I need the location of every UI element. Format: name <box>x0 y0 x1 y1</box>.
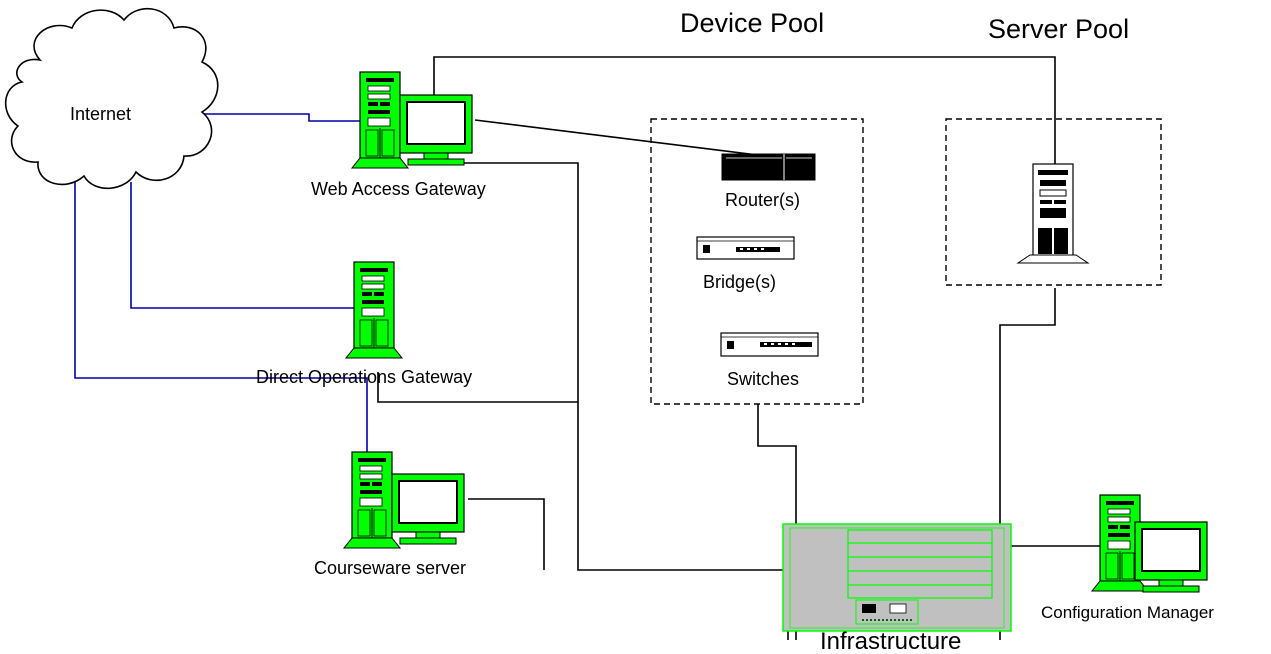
device-pool-title: Device Pool <box>680 8 825 38</box>
direct-operations-gateway-label: Direct Operations Gateway <box>256 367 473 387</box>
switch-device <box>720 332 819 357</box>
device-pool-box <box>650 118 864 405</box>
courseware-server-computer <box>343 451 465 549</box>
configuration-manager-label: Configuration Manager <box>1041 603 1214 622</box>
courseware-server-label: Courseware server <box>314 558 467 578</box>
bridges-label: Bridge(s) <box>703 272 777 292</box>
switches-label: Switches <box>727 369 800 389</box>
server-tower <box>1016 163 1090 264</box>
direct-operations-gateway-tower <box>345 261 403 359</box>
routers-label: Router(s) <box>725 190 801 210</box>
internet-cloud <box>4 7 219 190</box>
bridge-device <box>696 236 795 260</box>
web-access-gateway-label: Web Access Gateway <box>311 179 486 199</box>
infrastructure-label: Infrastructure <box>820 628 962 654</box>
web-access-gateway-computer <box>351 71 473 169</box>
internet-label: Internet <box>70 104 132 124</box>
internet-links <box>74 113 368 455</box>
configuration-manager-computer <box>1091 494 1208 593</box>
router-device <box>721 153 816 181</box>
server-pool-title: Server Pool <box>988 14 1130 44</box>
infrastructure-chassis <box>782 523 1012 632</box>
